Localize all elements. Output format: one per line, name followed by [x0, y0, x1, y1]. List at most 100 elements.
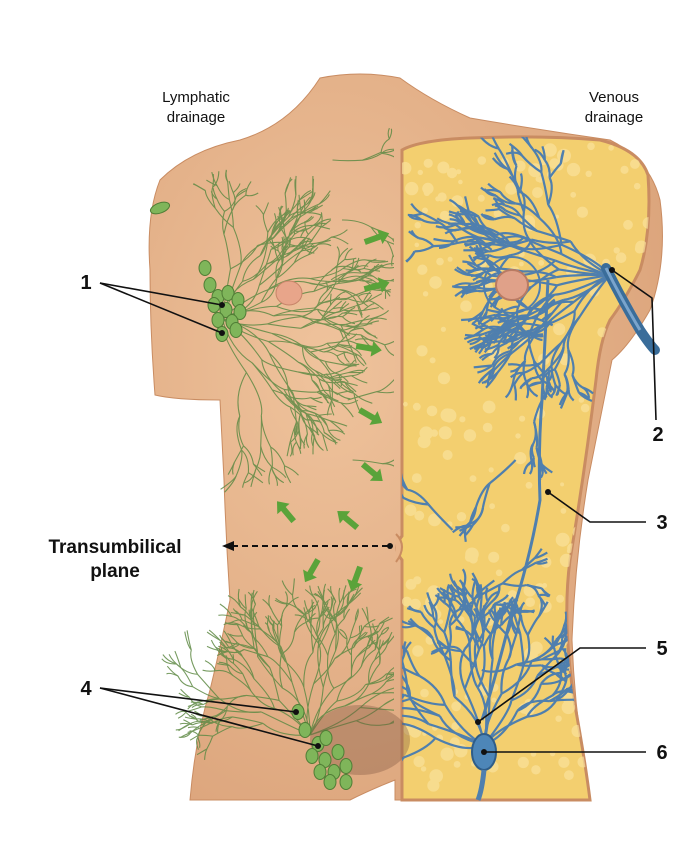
- vein-branch: [433, 241, 458, 248]
- vein-branch: [442, 589, 446, 604]
- lymph-vessel: [324, 319, 340, 329]
- vein-branch: [563, 274, 611, 302]
- lymph-vessel: [271, 239, 276, 250]
- lymph-vessel: [268, 352, 294, 394]
- drainage-arrow: [363, 277, 390, 293]
- lymph-vessel: [344, 248, 353, 260]
- lymph-vessel: [317, 590, 327, 605]
- lymph-vessel: [291, 578, 295, 596]
- fat-lobule: [423, 189, 431, 196]
- lymph-vessel: [281, 580, 293, 596]
- lymph-node: [313, 764, 327, 780]
- vein-branch: [497, 609, 508, 620]
- lymph-vessel: [374, 632, 379, 650]
- fat-lobule: [464, 552, 474, 562]
- vein-branch: [533, 389, 550, 423]
- lymph-vessel: [244, 594, 247, 609]
- lymph-vessel: [356, 720, 390, 726]
- fat-lobule: [623, 399, 637, 413]
- fat-lobule: [437, 372, 451, 385]
- vein-branch: [468, 642, 479, 689]
- lymph-vessel: [273, 307, 315, 317]
- lymph-vessel: [335, 330, 352, 347]
- lymph-vessel: [329, 420, 344, 433]
- vein-branch: [443, 608, 452, 633]
- lymph-vessel: [225, 170, 229, 183]
- lymph-vessel: [242, 255, 261, 282]
- vein-branch: [516, 699, 550, 712]
- callout-2: 2: [652, 424, 663, 446]
- vein-branch: [547, 177, 553, 206]
- fat-lobule: [417, 435, 431, 449]
- vein-branch: [475, 586, 483, 600]
- fat-lobule: [423, 158, 433, 168]
- lymph-vessel: [187, 726, 200, 729]
- lymph-vessel: [340, 323, 360, 331]
- lymph-vessel: [362, 294, 373, 305]
- lymph-vessel: [223, 622, 240, 626]
- lymph-vessel: [306, 618, 318, 636]
- vein-branch: [506, 168, 521, 192]
- lymph-vessel: [232, 675, 252, 692]
- lymph-vessel: [368, 663, 381, 684]
- vein-branch: [577, 654, 583, 668]
- lymph-vessel: [317, 308, 344, 314]
- lymph-vessel: [313, 222, 327, 226]
- fat-lobule: [438, 619, 444, 624]
- vein-branch: [522, 316, 543, 322]
- lymph-vessel: [260, 277, 278, 303]
- fat-lobule: [439, 210, 450, 221]
- fat-lobule: [618, 669, 627, 677]
- lymph-vessel: [255, 446, 262, 470]
- vein-branch: [443, 625, 452, 657]
- lymph-vessel: [385, 666, 394, 680]
- vein-branch: [537, 601, 549, 618]
- fat-lobule: [555, 532, 570, 547]
- lymph-vessel: [355, 353, 367, 365]
- lymph-vessel: [202, 669, 216, 672]
- lymph-node: [323, 774, 337, 790]
- lymph-vessel: [211, 187, 216, 209]
- fat-lobule: [435, 196, 441, 202]
- lymph-vessel: [349, 345, 362, 357]
- fat-lobule: [633, 182, 641, 190]
- lymph-vessel: [333, 666, 362, 689]
- vein-branch: [563, 349, 570, 375]
- fat-lobule: [447, 256, 453, 262]
- vein-branch: [481, 352, 493, 362]
- fat-lobule: [437, 161, 450, 174]
- lymph-vessel: [271, 466, 287, 479]
- lymph-node: [339, 774, 353, 790]
- lymph-vessel: [224, 196, 237, 212]
- vein-branch: [408, 230, 420, 240]
- lymph-vessel: [268, 340, 303, 346]
- lymph-vessel: [184, 631, 192, 651]
- lymph-vessel: [279, 226, 289, 242]
- lymph-vessel: [259, 232, 269, 256]
- lymph-vessel: [279, 216, 283, 228]
- lymph-vessel: [365, 320, 379, 326]
- lymph-vessel: [322, 434, 328, 452]
- lymph-vessel: [370, 310, 389, 320]
- lymph-vessel: [241, 449, 250, 473]
- lymph-vessel: [303, 199, 306, 215]
- fat-lobule: [515, 433, 521, 439]
- lymph-vessel: [284, 177, 292, 194]
- lymph-vessel: [343, 359, 356, 371]
- vein-branch: [573, 651, 583, 662]
- lymph-vessel: [346, 297, 370, 303]
- lymph-vessel: [226, 658, 234, 677]
- lymph-vessel: [190, 701, 204, 706]
- vein-branch: [574, 664, 587, 673]
- lymph-vessel: [232, 716, 264, 724]
- drainage-arrow: [355, 340, 382, 357]
- vein-branch: [510, 239, 533, 257]
- fat-lobule: [626, 694, 631, 700]
- lymph-vessel: [386, 240, 394, 245]
- lymph-vessel: [202, 698, 221, 706]
- lymph-vessel: [325, 360, 345, 366]
- lymph-vessel: [344, 257, 357, 261]
- lymph-vessel: [302, 237, 310, 249]
- fat-lobule: [436, 257, 444, 266]
- callout-6: 6: [656, 742, 667, 764]
